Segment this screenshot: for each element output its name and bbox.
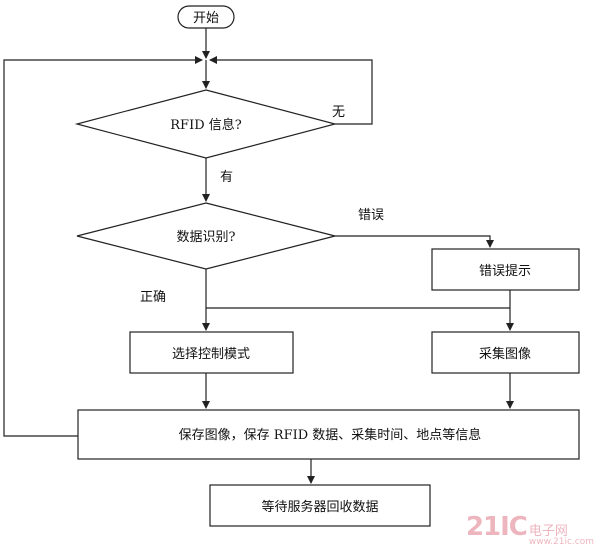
- rfid-decision-label: RFID 信息?: [170, 117, 241, 133]
- save-info-label: 保存图像，保存 RFID 数据、采集时间、地点等信息: [179, 427, 482, 443]
- capture-image-box: [431, 331, 580, 374]
- watermark-main: 21IC: [465, 512, 528, 542]
- select-mode-label: 选择控制模式: [172, 347, 250, 362]
- error-tip-label: 错误提示: [479, 263, 531, 279]
- watermark-side: 电子网 www.21ic.com: [529, 525, 594, 547]
- edge-label-correct: 正确: [140, 290, 166, 305]
- edge-data-error: [335, 235, 494, 248]
- watermark-url: www.21ic.com: [528, 537, 594, 547]
- start-label: 开始: [193, 11, 219, 26]
- edge-label-error: 错误: [358, 208, 384, 223]
- wait-server-box: [209, 484, 431, 527]
- save-info-box: [77, 409, 580, 460]
- edge-label-none: 无: [332, 105, 345, 120]
- watermark-logo: 21IC 电子网 www.21ic.com: [466, 512, 594, 547]
- wait-server-label: 等待服务器回收数据: [261, 499, 378, 515]
- edge-save-loop: [3, 56, 203, 437]
- select-mode-box: [129, 331, 294, 374]
- capture-image-label: 采集图像: [479, 346, 531, 362]
- error-tip-box: [431, 248, 580, 291]
- data-decision-label: 数据识别?: [177, 230, 236, 245]
- edge-rfid-none-loop: [209, 56, 373, 125]
- edge-label-has: 有: [220, 170, 233, 185]
- watermark-sub: 电子网: [528, 524, 568, 539]
